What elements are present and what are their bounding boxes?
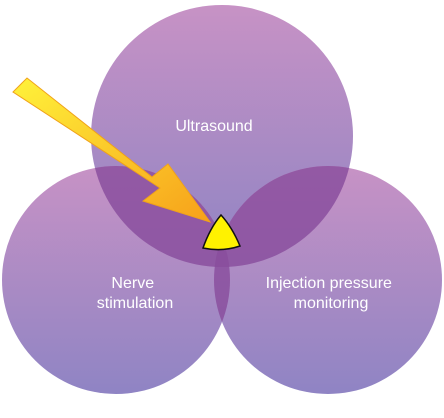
overlap-top-right bbox=[214, 166, 353, 267]
injection-pressure-monitoring-label-line-2: monitoring bbox=[294, 295, 369, 312]
arrow-right-down-icon bbox=[12, 77, 212, 223]
circles-layer bbox=[2, 5, 442, 394]
nerve-stimulation-label-line-2: stimulation bbox=[97, 295, 173, 312]
injection-pressure-monitoring-label: Injection pressure monitoring bbox=[266, 275, 397, 312]
center-overlap-triangle bbox=[202, 213, 242, 251]
nerve-stimulation-label-line-1: Nerve bbox=[111, 275, 154, 292]
nerve-stimulation-label: Nerve stimulation bbox=[97, 275, 173, 312]
ultrasound-label-line-1: Ultrasound bbox=[175, 118, 252, 135]
overlap-top-left bbox=[91, 166, 230, 267]
injection-pressure-monitoring-label-line-1: Injection pressure bbox=[266, 275, 392, 292]
ultrasound-label: Ultrasound bbox=[175, 118, 252, 135]
overlap-layer bbox=[91, 166, 353, 394]
